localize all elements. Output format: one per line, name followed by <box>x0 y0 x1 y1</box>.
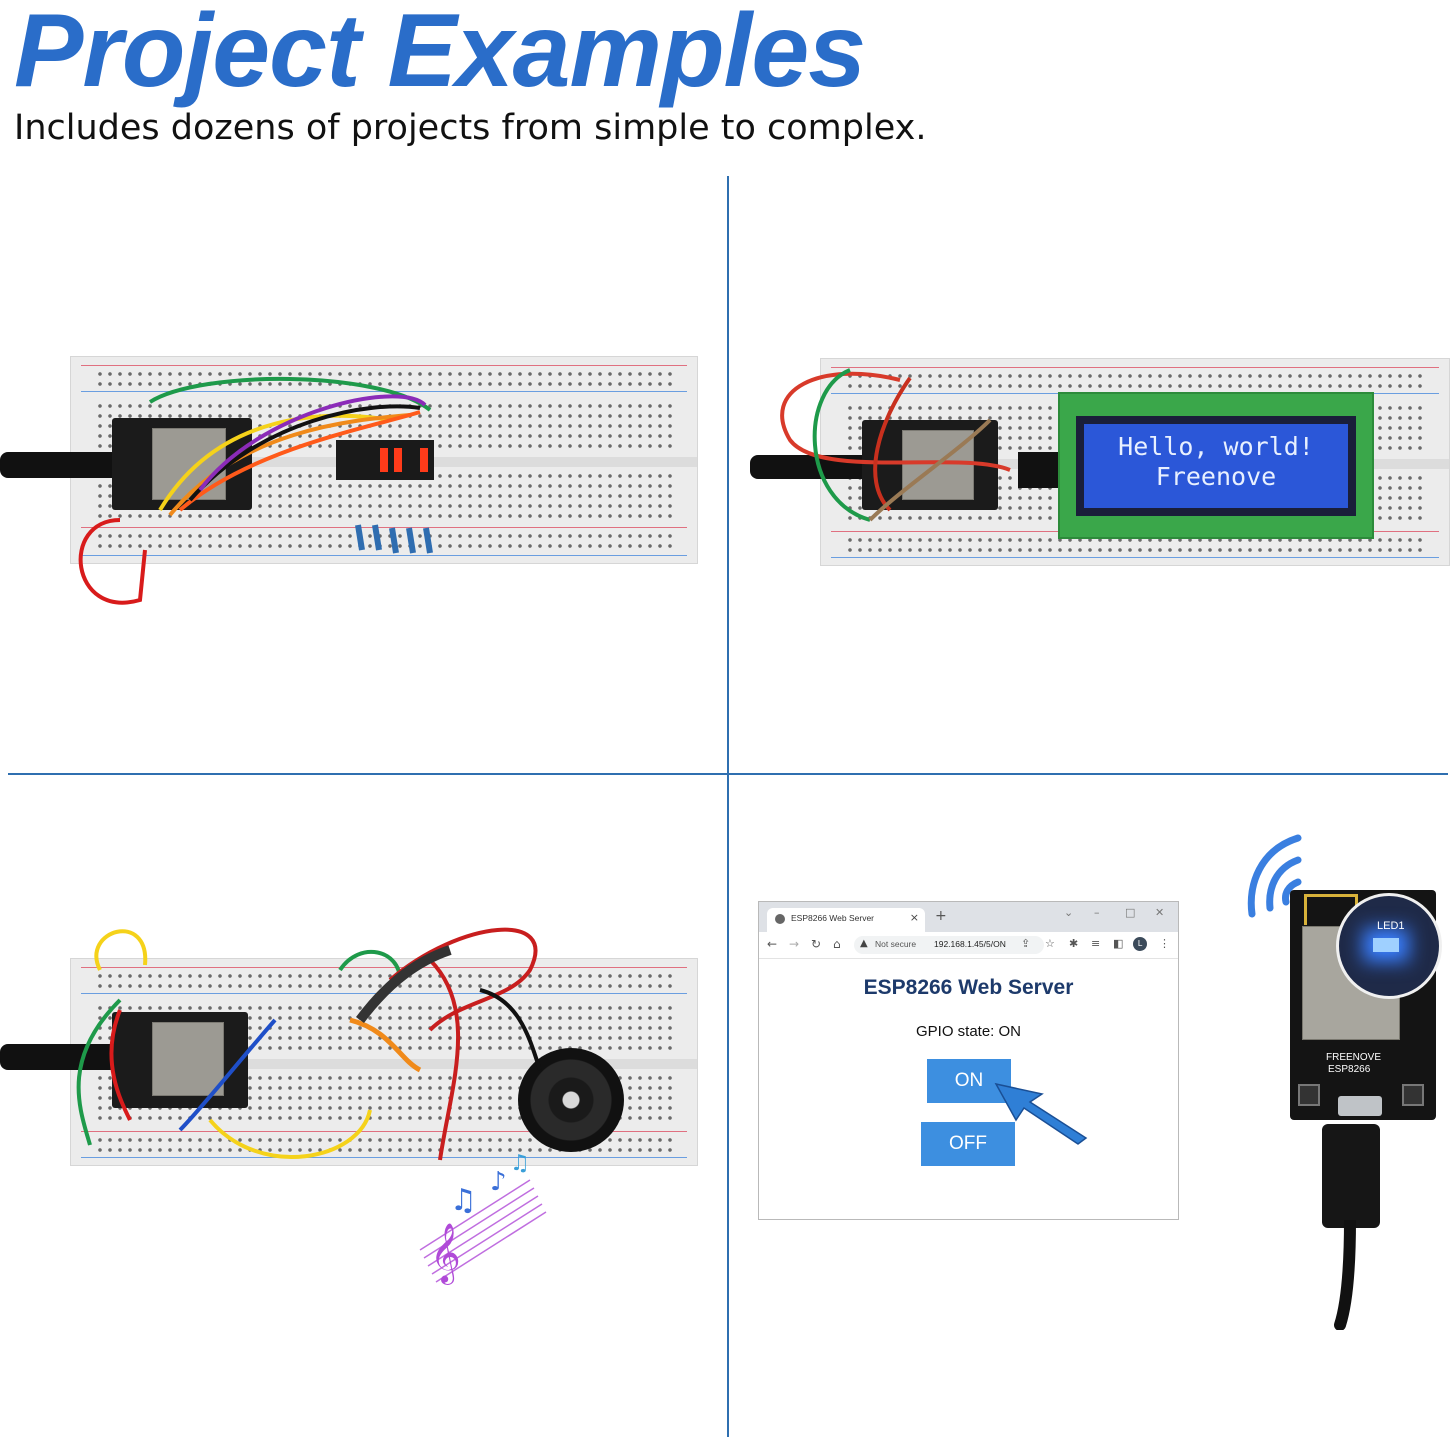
off-button[interactable]: OFF <box>921 1122 1015 1166</box>
gpio-state-text: GPIO state: ON <box>915 1023 1022 1040</box>
esp8266-module <box>112 1012 248 1108</box>
new-tab-button[interactable]: + <box>935 908 947 924</box>
page-title: Project Examples <box>14 0 866 109</box>
led-magnifier: LED1 <box>1336 893 1442 999</box>
on-button[interactable]: ON <box>927 1059 1011 1103</box>
forward-icon[interactable]: → <box>789 937 800 951</box>
jumper-wires <box>78 376 433 605</box>
close-icon[interactable]: ✕ <box>1155 906 1165 919</box>
module-model: ESP8266 <box>1328 1064 1371 1075</box>
svg-text:♫: ♫ <box>450 1183 477 1218</box>
usb-cable <box>1334 1220 1356 1330</box>
vertical-divider <box>727 176 729 1437</box>
jumper-wires <box>780 368 1011 522</box>
esp8266-module <box>862 420 998 510</box>
minimize-icon[interactable]: – <box>1094 906 1100 919</box>
tab-close-icon[interactable]: × <box>909 911 919 924</box>
share-icon[interactable]: ⇪ <box>1021 937 1031 950</box>
usb-cable <box>0 452 120 478</box>
usb-plug <box>1322 1124 1380 1228</box>
esp8266-module <box>112 418 252 510</box>
tab-bar: ESP8266 Web Server × + ⌄ – □ ✕ <box>759 902 1178 932</box>
url-field[interactable]: ▲ Not secure 192.168.1.45/5/ON <box>854 936 1044 954</box>
page-subtitle: Includes dozens of projects from simple … <box>14 108 927 148</box>
wifi-icon <box>1247 834 1302 918</box>
reading-list-icon[interactable]: ≡ <box>1091 937 1101 950</box>
jumper-wires <box>76 927 542 1161</box>
usb-cable <box>0 1044 120 1070</box>
usb-cable <box>750 455 870 479</box>
back-icon[interactable]: ← <box>767 937 778 951</box>
lcd-line-1: Hello, world! <box>1118 432 1314 461</box>
svg-text:♪: ♪ <box>490 1167 507 1197</box>
lcd-line-2: Freenove <box>1155 462 1277 491</box>
svg-text:♫: ♫ <box>510 1151 530 1176</box>
reset-button <box>1298 1084 1320 1106</box>
globe-icon <box>775 914 785 924</box>
address-bar: ← → ↻ ⌂ ▲ Not secure 192.168.1.45/5/ON ⇪… <box>759 932 1178 959</box>
maximize-icon[interactable]: □ <box>1125 906 1136 919</box>
lcd-display: Hello, world! Freenove <box>1084 424 1348 508</box>
led-bar-graph <box>336 440 434 480</box>
menu-icon[interactable]: ⋮ <box>1159 937 1170 950</box>
lcd-connector <box>1018 452 1060 488</box>
avatar[interactable]: L <box>1133 937 1147 951</box>
module-brand: FREENOVE <box>1326 1052 1382 1063</box>
micro-usb-port <box>1338 1096 1382 1116</box>
home-icon[interactable]: ⌂ <box>833 937 841 951</box>
url-text: 192.168.1.45/5/ON <box>934 939 1006 949</box>
svg-text:𝄞: 𝄞 <box>430 1223 461 1285</box>
star-icon[interactable]: ☆ <box>1045 937 1055 950</box>
speaker <box>518 1048 624 1152</box>
sidepanel-icon[interactable]: ◧ <box>1113 937 1124 950</box>
arrow-cursor-icon <box>994 1082 1088 1145</box>
horizontal-divider <box>8 773 1448 775</box>
not-secure-label: Not secure <box>875 939 917 949</box>
warning-icon: ▲ <box>860 938 868 949</box>
tab-title: ESP8266 Web Server <box>791 913 874 923</box>
music-notes-graphic: 𝄞 ♫ ♪ ♫ <box>419 1151 547 1285</box>
led-label: LED1 <box>1377 920 1405 932</box>
chevron-down-icon[interactable]: ⌄ <box>1064 906 1074 919</box>
browser-tab[interactable]: ESP8266 Web Server × <box>767 908 925 932</box>
reload-icon[interactable]: ↻ <box>811 937 822 951</box>
extensions-icon[interactable]: ✱ <box>1069 937 1079 950</box>
web-page-heading: ESP8266 Web Server <box>863 976 1074 999</box>
browser-window: ESP8266 Web Server × + ⌄ – □ ✕ ← → ↻ ⌂ ▲… <box>758 901 1179 1220</box>
boot-button <box>1402 1084 1424 1106</box>
